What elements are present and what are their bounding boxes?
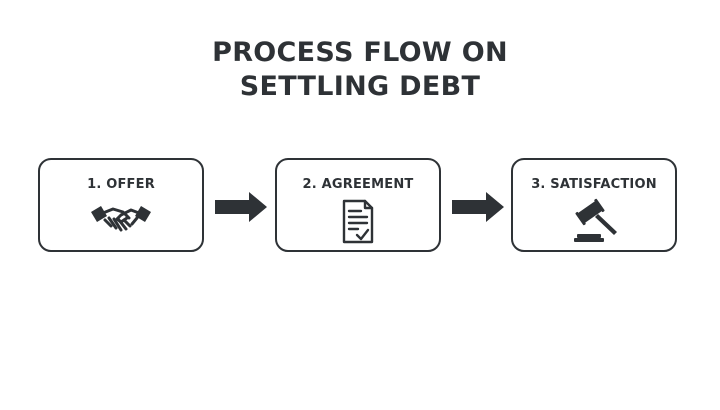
title-line-1: PROCESS FLOW ON — [212, 37, 508, 68]
title-line-2: SETTLING DEBT — [239, 71, 481, 102]
arrow-right-icon — [215, 192, 267, 222]
step-box-offer: 1. OFFER — [38, 158, 204, 252]
step-box-agreement: 2. AGREEMENT — [275, 158, 441, 252]
handshake-icon — [91, 206, 151, 232]
diagram-title: PROCESS FLOW ON SETTLING DEBT — [0, 36, 720, 104]
step-label-offer: 1. OFFER — [87, 177, 155, 192]
step-label-satisfaction: 3. SATISFACTION — [531, 177, 657, 192]
arrow-right-icon — [452, 192, 504, 222]
document-checkmark-icon — [342, 199, 374, 244]
step-box-satisfaction: 3. SATISFACTION — [511, 158, 677, 252]
step-label-agreement: 2. AGREEMENT — [302, 177, 414, 192]
gavel-icon — [574, 198, 617, 242]
